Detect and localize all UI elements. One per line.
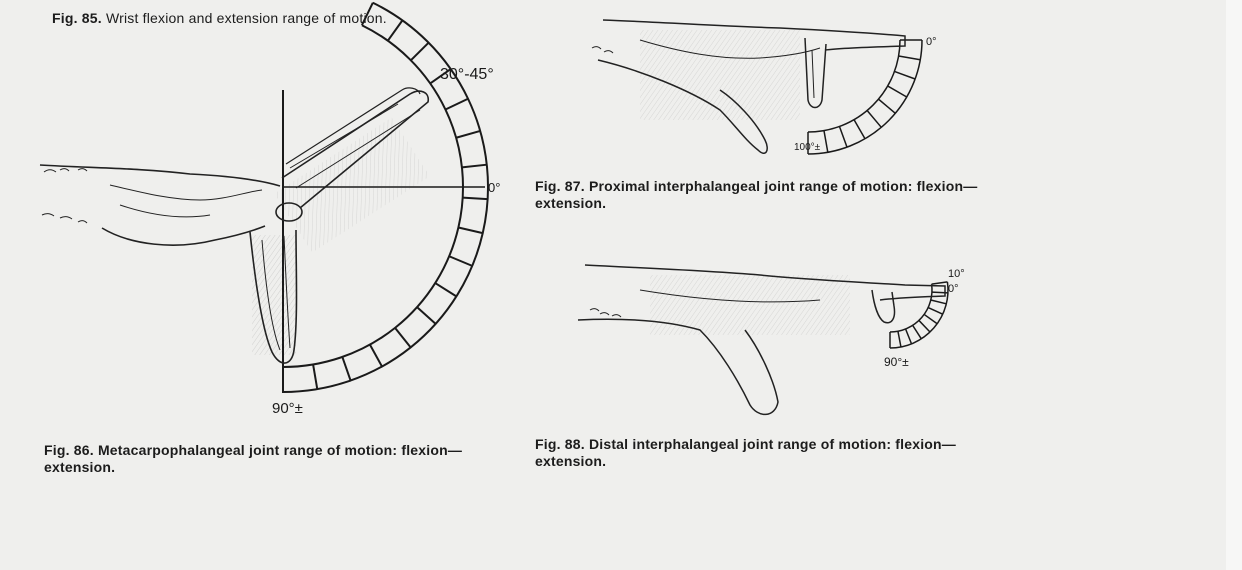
figure-88-illustration: 10° 0° 90°± <box>577 264 965 416</box>
protractor-tick <box>897 331 902 348</box>
protractor-tick <box>410 41 430 61</box>
figure-86-text: Metacarpophalangeal joint range of motio… <box>44 442 463 475</box>
pip-angle-neutral: 0° <box>926 36 937 48</box>
protractor-tick <box>361 2 374 26</box>
protractor-tick <box>462 196 488 201</box>
pip-hand-drawing <box>591 19 906 154</box>
protractor-tick <box>429 68 452 85</box>
pip-angle-flexion: 100°± <box>794 142 821 153</box>
protractor-tick <box>866 109 882 128</box>
mcp-angle-flexion: 90°± <box>272 400 303 417</box>
protractor-tick <box>369 344 383 367</box>
mcp-hand-drawing <box>39 87 430 364</box>
protractor-tick <box>887 85 908 98</box>
protractor-tick <box>912 324 922 340</box>
protractor-tick <box>923 313 938 325</box>
protractor-tick <box>838 126 848 148</box>
page-edge <box>1226 0 1242 570</box>
figure-85-label: Fig. 85. <box>52 10 102 26</box>
figure-87-label: Fig. 87. <box>535 178 585 194</box>
protractor-tick <box>918 319 931 333</box>
figure-85-text: Wrist flexion and extension range of mot… <box>105 10 387 26</box>
figure-87-illustration: 0° 100°± <box>591 19 937 155</box>
protractor-tick <box>930 299 947 305</box>
protractor-tick <box>823 130 829 153</box>
protractor-tick <box>931 281 948 285</box>
mcp-angle-extension: 30°-45° <box>440 66 494 83</box>
dip-hand-drawing <box>577 264 946 416</box>
figure-88-text: Distal interphalangeal joint range of mo… <box>535 436 956 469</box>
protractor-tick <box>458 226 483 235</box>
protractor-tick <box>904 328 913 345</box>
protractor-tick <box>461 163 487 169</box>
figure-88-label: Fig. 88. <box>535 436 585 452</box>
dip-protractor <box>889 281 949 349</box>
protractor-tick <box>877 98 896 114</box>
protractor-tick <box>927 306 944 315</box>
protractor-tick <box>416 306 437 325</box>
protractor-tick <box>894 70 916 80</box>
protractor-tick <box>448 255 473 267</box>
protractor-tick <box>898 55 921 61</box>
figure-86-illustration: 30°-45° 0° 90°± <box>39 1 500 417</box>
protractor-tick <box>387 19 404 42</box>
dip-angle-neutral: 0° <box>948 283 959 295</box>
protractor-tick <box>394 327 412 349</box>
protractor-tick <box>853 119 866 140</box>
figure-86-caption: Fig. 86. Metacarpophalangeal joint range… <box>44 442 514 476</box>
protractor-tick <box>445 97 469 111</box>
figure-85-caption: Fig. 85. Wrist flexion and extension ran… <box>52 10 387 27</box>
dip-angle-flexion: 90°± <box>884 355 909 369</box>
protractor-tick <box>341 356 352 381</box>
figure-87-caption: Fig. 87. Proximal interphalangeal joint … <box>535 178 1005 212</box>
dip-angle-extension: 10° <box>948 268 965 280</box>
figure-87-text: Proximal interphalangeal joint range of … <box>535 178 978 211</box>
figure-86-label: Fig. 86. <box>44 442 94 458</box>
figure-88-caption: Fig. 88. Distal interphalangeal joint ra… <box>535 436 1005 470</box>
pip-protractor <box>807 39 923 155</box>
protractor-tick <box>434 282 457 298</box>
mcp-angle-neutral: 0° <box>488 180 500 195</box>
protractor-tick <box>455 129 481 139</box>
protractor-tick <box>312 364 319 390</box>
